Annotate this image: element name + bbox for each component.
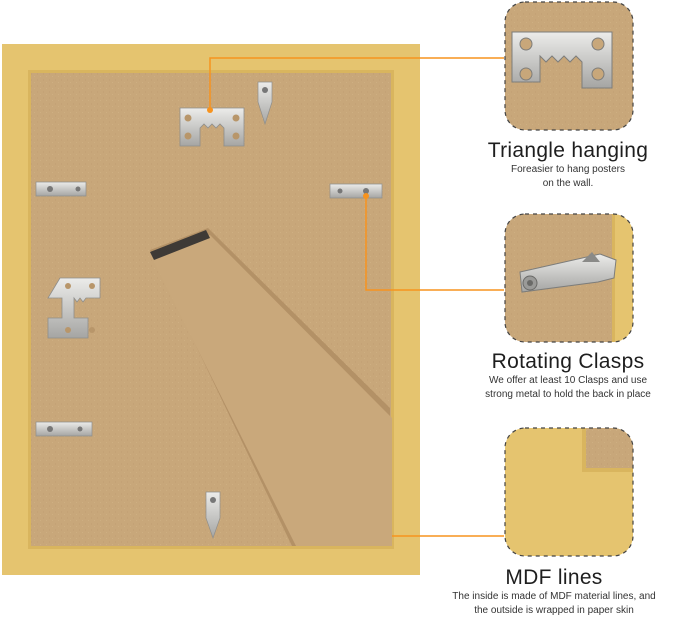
clasp-left-upper <box>35 181 87 197</box>
clasp-right-upper <box>329 183 383 199</box>
clasp-bottom <box>205 491 221 540</box>
feature-desc-line: The inside is made of MDF material lines… <box>452 591 656 602</box>
sawtooth-hanger-left <box>47 277 101 339</box>
feature-title: Rotating Clasps <box>491 350 645 373</box>
clasp-left-lower <box>35 421 93 437</box>
feature-title: Triangle hanging <box>487 139 649 162</box>
zoom-tile-clasp <box>504 213 634 343</box>
feature-desc-line: on the wall. <box>542 178 594 189</box>
zoom-tile-mdf <box>504 427 634 557</box>
callout-line-hanger <box>209 57 504 110</box>
feature-desc-line: the outside is wrapped in paper skin <box>474 605 634 616</box>
feature-triangle-hanging: Triangle hanging Foreasier to hang poste… <box>468 139 668 191</box>
feature-title: MDF lines <box>505 566 603 589</box>
zoom-tile-hanger <box>504 1 634 131</box>
feature-mdf-lines: MDF lines The inside is made of MDF mate… <box>430 566 678 618</box>
feature-desc-line: Foreasier to hang posters <box>511 164 625 175</box>
easel-stand-icon <box>150 228 392 546</box>
sawtooth-hanger-icon <box>179 107 245 147</box>
feature-rotating-clasps: Rotating Clasps We offer at least 10 Cla… <box>468 350 668 402</box>
callout-line-clasp <box>365 196 504 291</box>
rotating-clasp-icon <box>35 81 383 540</box>
clasp-top <box>257 81 273 126</box>
callout-lines <box>207 57 504 537</box>
feature-desc-line: strong metal to hold the back in place <box>485 389 651 400</box>
feature-desc-line: We offer at least 10 Clasps and use <box>488 375 648 386</box>
